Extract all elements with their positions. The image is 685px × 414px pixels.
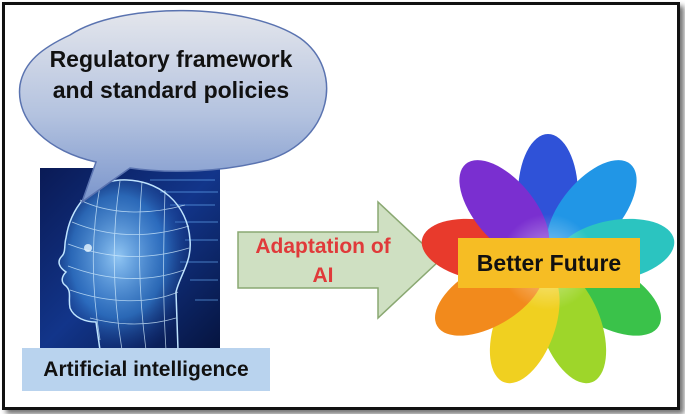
arrow-label: Adaptation of AI [255,235,391,287]
adaptation-arrow [237,200,442,320]
speech-bubble [18,9,328,204]
ai-label: Artificial intelligence [22,348,270,391]
wireframe-head-icon [40,168,220,350]
better-future-label: Better Future [458,238,640,288]
bubble-text: Regulatory framework and standard polici… [49,46,293,103]
